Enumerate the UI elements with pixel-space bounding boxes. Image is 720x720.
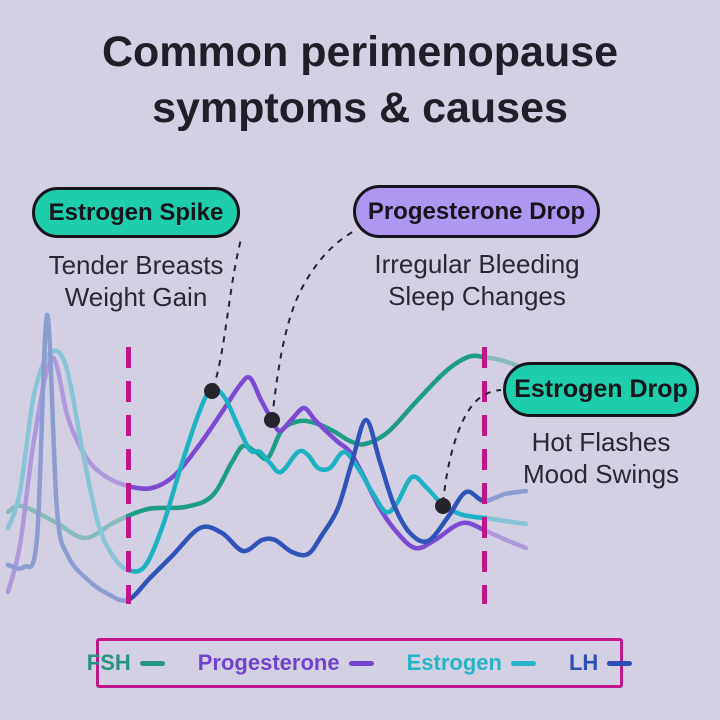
symptom-text: Hot Flashes <box>531 427 671 457</box>
legend-line-swatch <box>607 660 633 666</box>
symptom-text: Sleep Changes <box>388 281 566 311</box>
symptom-text: Irregular Bleeding <box>374 249 580 279</box>
annotation-symptoms-progesterone-drop: Irregular Bleeding Sleep Changes <box>350 248 604 312</box>
legend-line-swatch <box>139 660 165 666</box>
legend-label: Estrogen <box>406 650 502 675</box>
annotation-pill-progesterone-drop: Progesterone Drop <box>353 185 600 238</box>
page-title-line-1: Common perimenopause <box>101 28 619 76</box>
legend-label: FSH <box>86 650 131 675</box>
legend-label: LH <box>568 650 599 675</box>
chart-legend: FSH Progesterone Estrogen LH <box>87 638 633 688</box>
annotation-pill-label: Estrogen Spike <box>48 198 224 226</box>
symptom-text: Weight Gain <box>64 282 208 312</box>
legend-line-swatch <box>510 660 536 666</box>
legend-item-lh: LH <box>568 650 633 676</box>
legend-line-swatch <box>348 660 374 666</box>
annotation-pill-estrogen-spike: Estrogen Spike <box>32 187 240 238</box>
annotation-pill-label: Estrogen Drop <box>514 375 688 403</box>
legend-item-fsh: FSH <box>87 650 165 676</box>
legend-item-estrogen: Estrogen <box>407 650 536 676</box>
annotation-pill-label: Progesterone Drop <box>367 197 586 225</box>
annotation-symptoms-estrogen-spike: Tender Breasts Weight Gain <box>14 249 258 313</box>
annotation-symptoms-estrogen-drop: Hot Flashes Mood Swings <box>495 426 707 490</box>
legend-label: Progesterone <box>197 650 340 675</box>
page-title-line-2: symptoms & causes <box>152 84 568 132</box>
symptom-text: Mood Swings <box>522 459 680 489</box>
legend-item-progesterone: Progesterone <box>198 650 374 676</box>
annotation-pill-estrogen-drop: Estrogen Drop <box>503 362 699 417</box>
symptom-text: Tender Breasts <box>48 250 224 280</box>
page-title: Common perimenopause symptoms & causes <box>0 24 720 136</box>
